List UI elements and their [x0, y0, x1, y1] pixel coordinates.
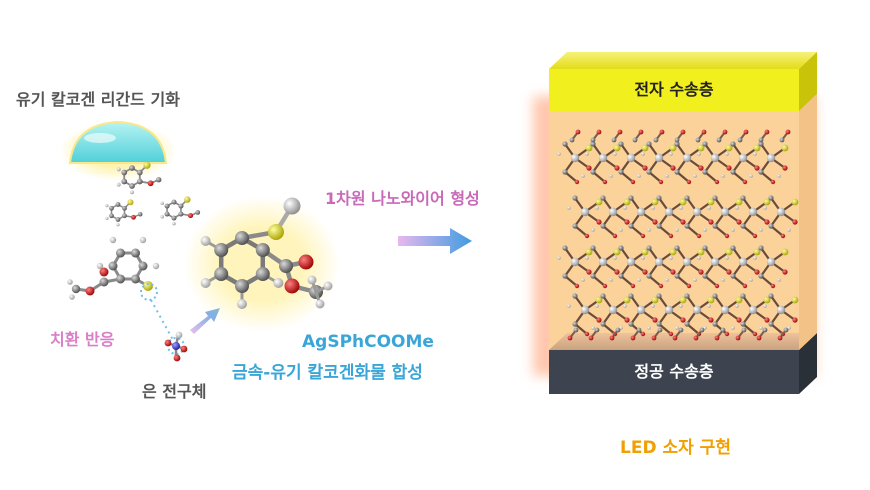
ligand-molecule-3: [160, 196, 201, 226]
nanowire-label: 1차원 나노와이어 형성: [325, 189, 480, 208]
led-label: LED 소자 구현: [620, 438, 731, 458]
agsphcoome-molecule: [184, 196, 340, 332]
ligand-molecule-1: [116, 161, 162, 195]
hole-transport-layer: 정공 수송층: [549, 350, 799, 394]
silver-precursor-molecule: [164, 331, 188, 362]
right-arrow-icon: [398, 228, 472, 254]
compound-formula: AgSPhCOOMe: [302, 332, 434, 352]
electron-transport-layer: 전자 수송층: [549, 69, 799, 111]
precursor-label: 은 전구체: [142, 382, 207, 401]
led-device-stack: [533, 52, 817, 394]
substitution-label: 치환 반응: [50, 330, 115, 349]
htl-label: 정공 수송층: [634, 362, 714, 381]
etl-label: 전자 수송층: [634, 80, 714, 99]
vapor-title: 유기 칼코겐 리간드 기화: [16, 90, 180, 109]
vapor-droplet: [60, 120, 176, 181]
ligand-molecule-2: [105, 199, 143, 227]
synthesis-label: 금속-유기 칼코겐화물 합성: [232, 363, 423, 383]
nanowire-lattice: [557, 129, 799, 341]
ligand-molecule-4: [67, 236, 160, 300]
